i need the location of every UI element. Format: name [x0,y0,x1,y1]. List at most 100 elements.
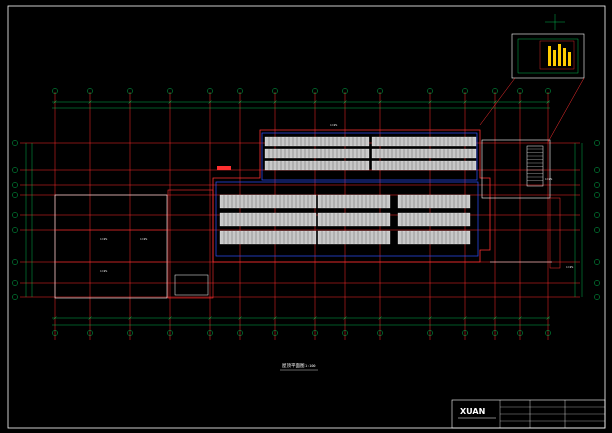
drawing-scale: 1:100 [305,364,316,368]
stair-annex [481,139,561,269]
dimension-tick [238,100,242,104]
dimension-tick [128,100,132,104]
axis-bubble [12,192,18,198]
axis-bubble [517,88,523,94]
dimension-tick [428,100,432,104]
axis-bubble [207,330,213,336]
axis-bubble [127,330,133,336]
svg-text:i=2%: i=2% [140,237,147,241]
axis-bubble [312,330,318,336]
axis-bubble [312,88,318,94]
axis-bubble [545,330,551,336]
axis-bubble [594,227,600,233]
axis-bubble [492,330,498,336]
axis-bubble [87,330,93,336]
axis-bubble [594,192,600,198]
key-plan-mark [548,46,551,66]
axis-bubble [594,259,600,265]
dimension-tick [463,316,467,320]
axis-bubble [87,88,93,94]
drawing-frame [7,5,606,429]
svg-text:i=2%: i=2% [100,269,107,273]
axis-bubble [427,330,433,336]
drawing-title-group: 屋顶平面图 1:100 [280,363,318,371]
axis-bubble [342,88,348,94]
axis-bubble [427,88,433,94]
axis-bubble [12,259,18,265]
dimension-tick [463,100,467,104]
dimension-tick [546,100,550,104]
svg-text:i=2%: i=2% [566,265,573,269]
key-plan-inset [511,14,585,79]
axis-bubble [272,330,278,336]
axis-bubble [492,88,498,94]
dimension-tick [378,100,382,104]
dimension-tick [53,100,57,104]
dimension-tick [88,316,92,320]
axis-bubbles [12,88,600,336]
svg-text:i=2%: i=2% [100,237,107,241]
axis-bubble [342,330,348,336]
axis-bubble [237,330,243,336]
dimension-tick [493,100,497,104]
axis-bubble [237,88,243,94]
dimension-tick [128,316,132,320]
axis-bubble [377,330,383,336]
key-plan-mark [553,50,556,66]
key-plan-mark [563,48,566,66]
dimension-tick [343,100,347,104]
axis-bubble [12,212,18,218]
leader-lines: i=2% i=2% i=2% [217,77,585,269]
axis-bubble [517,330,523,336]
key-plan-mark [568,52,571,66]
dimension-tick [168,100,172,104]
axis-bubble [12,182,18,188]
dimension-tick [428,316,432,320]
dimension-tick [208,316,212,320]
axis-bubble [594,140,600,146]
dimension-tick [168,316,172,320]
dimension-tick [88,100,92,104]
dimension-tick [208,100,212,104]
dimension-tick [53,316,57,320]
dimension-tick [518,100,522,104]
dimension-tick [313,100,317,104]
dimension-tick [546,316,550,320]
axis-bubble [12,140,18,146]
dimension-lines [25,100,583,326]
axis-bubble [52,330,58,336]
dimension-tick [518,316,522,320]
dimension-tick [378,316,382,320]
axis-bubble [207,88,213,94]
title-block: XUAN [451,399,606,429]
axis-bubble [52,88,58,94]
drawing-title: 屋顶平面图 [282,363,305,369]
axis-bubble [594,212,600,218]
main-roof-outline [212,129,491,263]
key-plan-mark [558,44,561,66]
axis-bubble [12,167,18,173]
axis-bubble [167,88,173,94]
axis-bubble [594,294,600,300]
axis-bubble [377,88,383,94]
svg-text:i=2%: i=2% [330,123,337,127]
axis-bubble [594,280,600,286]
dimension-tick [493,316,497,320]
axis-bubble [545,88,551,94]
title-block-logo: XUAN [460,407,485,416]
axis-bubble [462,330,468,336]
dimension-tick [313,316,317,320]
axis-bubble [594,182,600,188]
axis-bubble [167,330,173,336]
axis-bubble [12,294,18,300]
dimension-tick [238,316,242,320]
solar-panel-arrays [219,136,477,245]
axis-bubble [127,88,133,94]
dimension-tick [343,316,347,320]
axis-bubble [12,227,18,233]
axis-bubble [12,280,18,286]
axis-bubble [594,167,600,173]
svg-text:i=2%: i=2% [545,177,552,181]
dimension-tick [273,316,277,320]
